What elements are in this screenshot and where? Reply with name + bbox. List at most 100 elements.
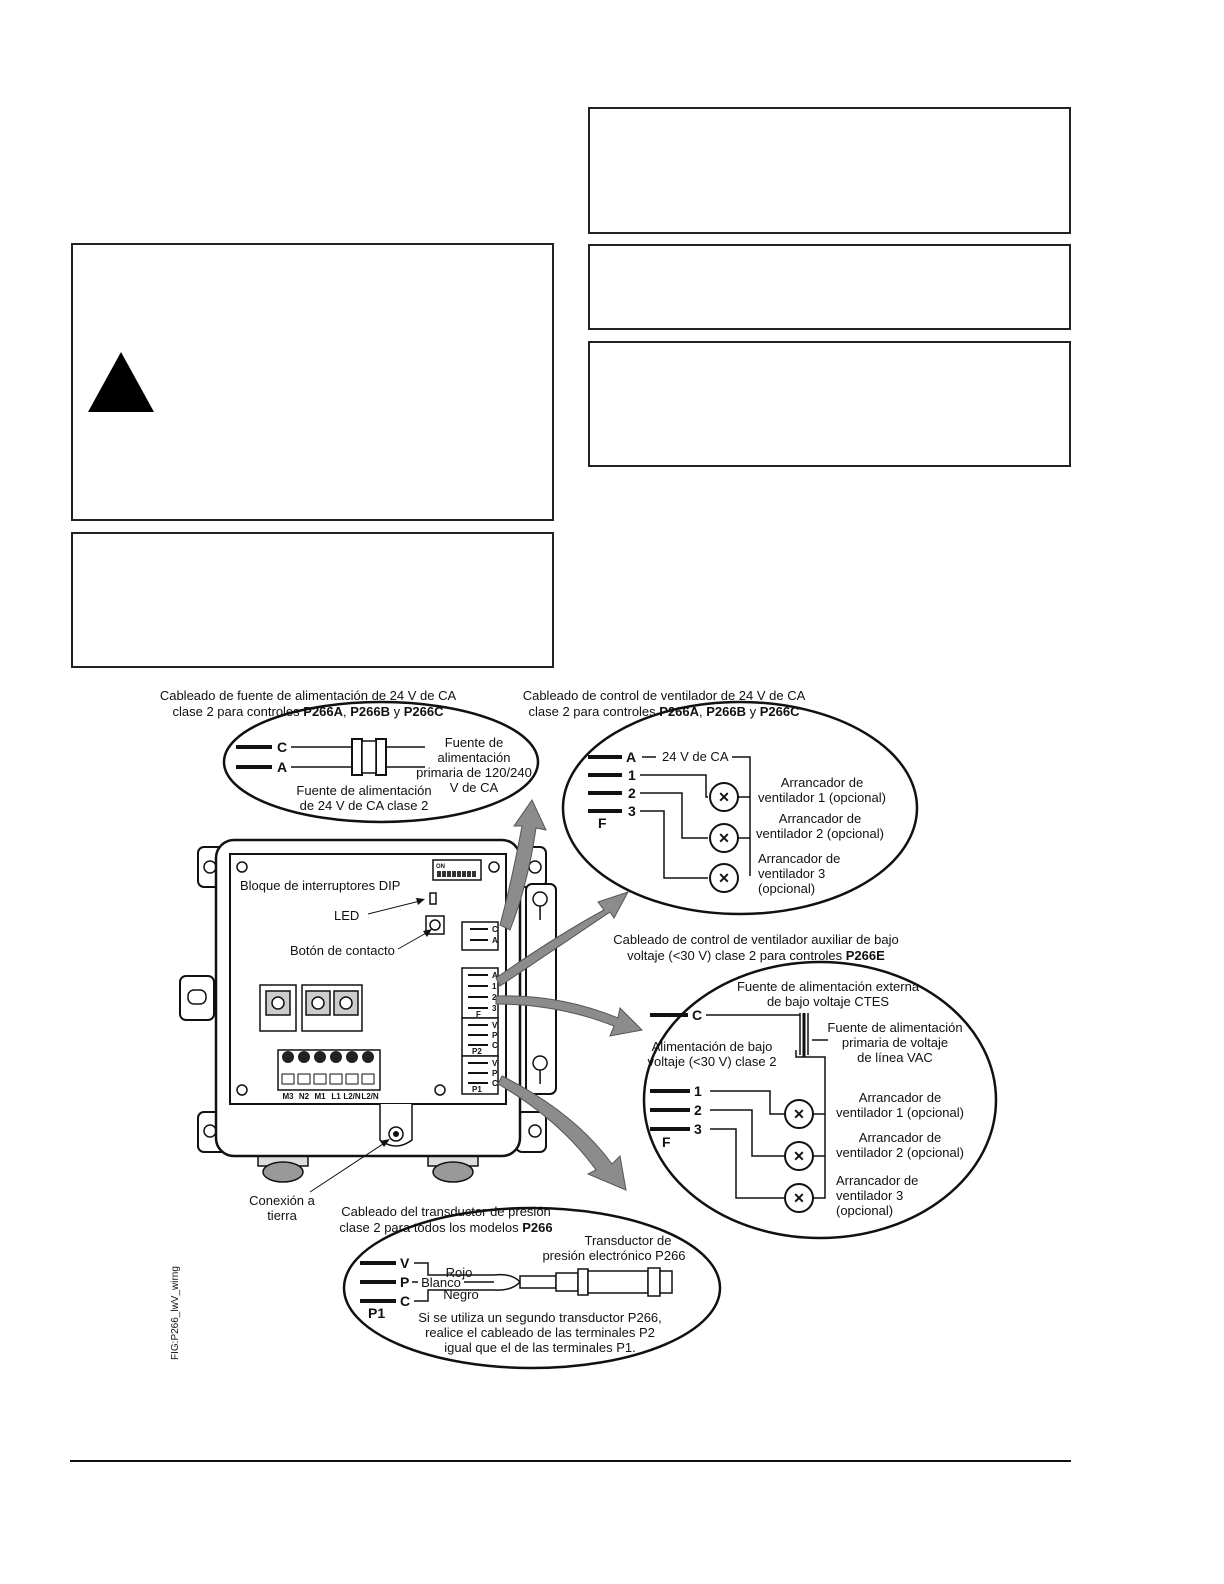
power-primary-3: primaria de 120/240	[416, 765, 532, 780]
led-icon	[429, 892, 437, 905]
term-p2-p: P	[492, 1031, 498, 1040]
svg-text:✕: ✕	[793, 1148, 805, 1164]
button-label: Botón de contacto	[290, 943, 395, 958]
power-title-1: Cableado de fuente de alimentación de 24…	[160, 688, 457, 703]
dip-on-label: ON	[436, 864, 445, 870]
fan-starter-3-icon: ✕	[709, 863, 739, 893]
fan-term-a: A	[626, 749, 636, 765]
term-p1-c: C	[492, 1079, 498, 1088]
ground-label-2: tierra	[267, 1208, 297, 1223]
arrow-to-transducer-icon	[497, 1075, 627, 1191]
relay-icon	[259, 984, 363, 1032]
ground-screw-icon	[379, 1104, 413, 1147]
power-term-a: A	[277, 759, 287, 775]
transducer-p1-label: P1	[368, 1305, 385, 1321]
aux-starter2-l2: ventilador 2 (opcional)	[836, 1145, 964, 1160]
arrow-to-power-icon	[499, 798, 547, 931]
aux-low-2: voltaje (<30 V) clase 2	[648, 1054, 777, 1069]
aux-term-c: C	[692, 1007, 702, 1023]
aux-ext-2: de bajo voltaje CTES	[767, 994, 889, 1009]
term-p1-v: V	[492, 1059, 498, 1068]
power-secondary-2: de 24 V de CA clase 2	[300, 798, 429, 813]
transducer-note-3: igual que el de las terminales P1.	[444, 1340, 636, 1355]
transducer-title-1: Cableado del transductor de presión	[341, 1204, 551, 1219]
term-p1-p: P	[492, 1069, 498, 1078]
power-primary-1: Fuente de	[445, 735, 504, 750]
fan-vac-label: 24 V de CA	[662, 749, 729, 764]
fan-starter-2-icon: ✕	[709, 823, 739, 853]
transducer-wiring-callout: Cableado del transductor de presión clas…	[339, 1204, 722, 1370]
aux-title-2: voltaje (<30 V) clase 2 para controles P…	[627, 948, 885, 963]
aux-title-1: Cableado de control de ventilador auxili…	[613, 932, 898, 947]
term-ca-a: A	[492, 936, 498, 945]
fan-starter-1-icon: ✕	[709, 782, 739, 812]
svg-text:✕: ✕	[793, 1190, 805, 1206]
transducer-term-v: V	[400, 1255, 410, 1271]
aux-term-1: 1	[694, 1083, 702, 1099]
aux-term-3: 3	[694, 1121, 702, 1137]
aux-ext-1: Fuente de alimentación externa	[737, 979, 920, 994]
ground-label-1: Conexión a	[249, 1193, 316, 1208]
power-primary-2: alimentación	[438, 750, 511, 765]
power-secondary-1: Fuente de alimentación	[296, 783, 431, 798]
power-primary-4: V de CA	[450, 780, 499, 795]
transducer-note-1: Si se utiliza un segundo transductor P26…	[418, 1310, 662, 1325]
power-wiring-callout: Cableado de fuente de alimentación de 24…	[160, 688, 540, 824]
aux-starter-1-icon: ✕	[784, 1099, 814, 1129]
bterm-m1: M1	[314, 1092, 326, 1101]
aux-primary-2: primaria de voltaje	[842, 1035, 948, 1050]
transducer-note-2: realice el cableado de las terminales P2	[425, 1325, 655, 1340]
transducer-term-c: C	[400, 1293, 410, 1309]
fan-starter2-l1: Arrancador de	[779, 811, 861, 826]
note-box-left	[71, 532, 554, 668]
bterm-l2n-2: L2/N	[361, 1092, 379, 1101]
note-box-right-2	[588, 244, 1071, 330]
svg-text:✕: ✕	[718, 789, 730, 805]
note-box-right-3	[588, 341, 1071, 467]
fan-starter1-l1: Arrancador de	[781, 775, 863, 790]
aux-starter3-l3: (opcional)	[836, 1203, 893, 1218]
term-p2-label: P2	[472, 1047, 482, 1056]
transducer-device-1: Transductor de	[585, 1233, 672, 1248]
footer-rule	[70, 1460, 1071, 1462]
aux-low-1: Alimentación de bajo	[652, 1039, 773, 1054]
warning-triangle-icon	[88, 352, 154, 412]
svg-text:✕: ✕	[718, 830, 730, 846]
fan-wiring-callout: Cableado de control de ventilador de 24 …	[523, 688, 919, 916]
svg-text:✕: ✕	[793, 1106, 805, 1122]
fan-term-1: 1	[628, 767, 636, 783]
aux-starter-2-icon: ✕	[784, 1141, 814, 1171]
term-p1-label: P1	[472, 1085, 482, 1094]
aux-wiring-callout: Cableado de control de ventilador auxili…	[613, 932, 998, 1240]
power-title-2: clase 2 para controles P266A, P266B y P2…	[172, 704, 444, 719]
figure-id: FIG:P266_lwV_wirng	[170, 1266, 181, 1360]
line-terminal-strip	[277, 1049, 381, 1091]
fan-starter3-l1: Arrancador de	[758, 851, 840, 866]
term-p2-v: V	[492, 1021, 498, 1030]
power-term-c: C	[277, 739, 287, 755]
fan-starter3-l3: (opcional)	[758, 881, 815, 896]
dip-label: Bloque de interruptores DIP	[240, 878, 400, 893]
bterm-m3: M3	[282, 1092, 294, 1101]
dip-switch-icon: ON	[432, 859, 482, 881]
term-p2-c: C	[492, 1041, 498, 1050]
control-enclosure: ON Bloque de interruptores DIP LED Botón…	[179, 838, 557, 1223]
aux-f-label: F	[662, 1134, 671, 1150]
wire-rojo: Rojo	[446, 1265, 473, 1280]
transducer-term-p: P	[400, 1274, 409, 1290]
fan-term-2: 2	[628, 785, 636, 801]
term-fan-2: 2	[492, 993, 497, 1002]
wire-negro: Negro	[443, 1287, 478, 1302]
aux-starter-3-icon: ✕	[784, 1183, 814, 1213]
transducer-device-2: presión electrónico P266	[542, 1248, 685, 1263]
term-ca-c: C	[492, 925, 498, 934]
fan-starter3-l2: ventilador 3	[758, 866, 825, 881]
term-fan-1: 1	[492, 982, 497, 991]
fan-starter2-l2: ventilador 2 (opcional)	[756, 826, 884, 841]
aux-term-2: 2	[694, 1102, 702, 1118]
aux-starter2-l1: Arrancador de	[859, 1130, 941, 1145]
term-fan-a: A	[492, 971, 498, 980]
term-fan-f: F	[476, 1010, 481, 1019]
bterm-l2n-1: L2/N	[343, 1092, 361, 1101]
wiring-diagram: Cableado de fuente de alimentación de 24…	[160, 688, 998, 1370]
